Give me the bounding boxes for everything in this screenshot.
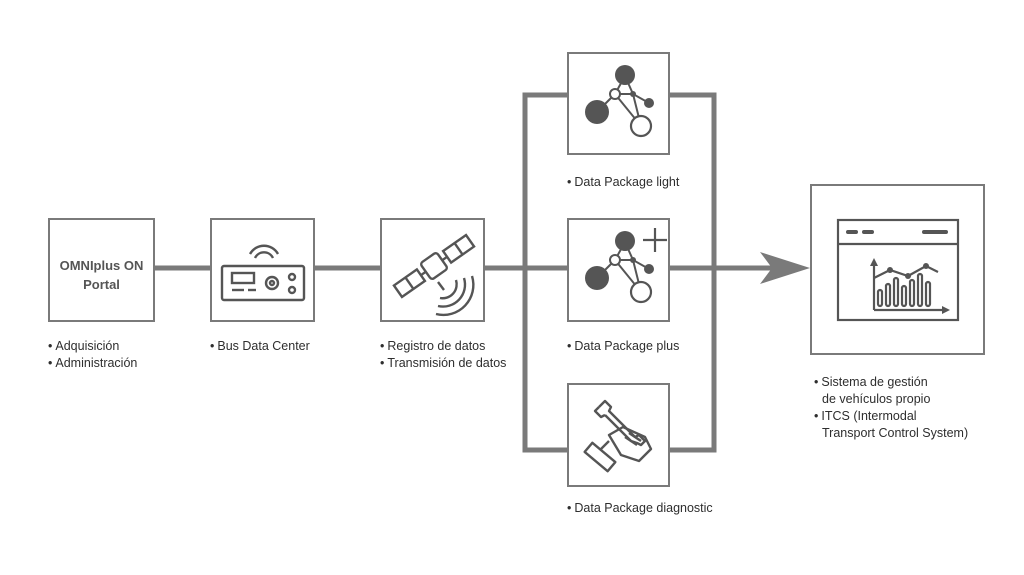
portal-bullets: Adquisición Administración xyxy=(48,338,137,372)
satellite-icon xyxy=(392,233,476,317)
package-plus-box xyxy=(567,218,670,322)
fleet-item-itcs: ITCS (Intermodal xyxy=(814,408,968,425)
fleet-item-own-system: Sistema de gestión xyxy=(814,374,968,391)
fleet-system-box xyxy=(810,184,985,355)
package-light-caption: Data Package light xyxy=(567,174,679,191)
package-light-box xyxy=(567,52,670,155)
bus-data-center-label: Bus Data Center xyxy=(210,338,309,355)
arrow-head xyxy=(760,252,810,284)
package-plus-label: Data Package plus xyxy=(567,338,679,355)
wrench-hand-icon xyxy=(583,399,653,473)
package-plus-caption: Data Package plus xyxy=(567,338,679,355)
dashboard-chart-icon xyxy=(836,218,960,322)
network-plus-icon xyxy=(585,228,667,304)
satellite-bullets: Registro de datos Transmisión de datos xyxy=(380,338,506,372)
satellite-item-transmission: Transmisión de datos xyxy=(380,355,506,372)
package-diagnostic-label: Data Package diagnostic xyxy=(567,500,712,517)
package-diagnostic-box xyxy=(567,383,670,487)
bus-data-center-bullets: Bus Data Center xyxy=(210,338,309,355)
fleet-item-own-system-cont: de vehículos propio xyxy=(822,392,931,406)
satellite-box xyxy=(380,218,485,322)
portal-item-acquisition: Adquisición xyxy=(48,338,137,355)
package-light-label: Data Package light xyxy=(567,174,679,191)
portal-item-administration: Administración xyxy=(48,355,137,372)
network-icon xyxy=(585,65,654,138)
package-diagnostic-caption: Data Package diagnostic xyxy=(567,500,712,517)
bus-data-center-device-icon xyxy=(220,244,306,302)
portal-box: OMNIplus ON Portal xyxy=(48,218,155,322)
portal-title: OMNIplus ON Portal xyxy=(59,258,144,292)
fleet-item-itcs-cont: Transport Control System) xyxy=(822,426,969,440)
fleet-system-bullets: Sistema de gestión de vehículos propio I… xyxy=(814,374,968,442)
bus-data-center-box xyxy=(210,218,315,322)
satellite-item-registration: Registro de datos xyxy=(380,338,506,355)
